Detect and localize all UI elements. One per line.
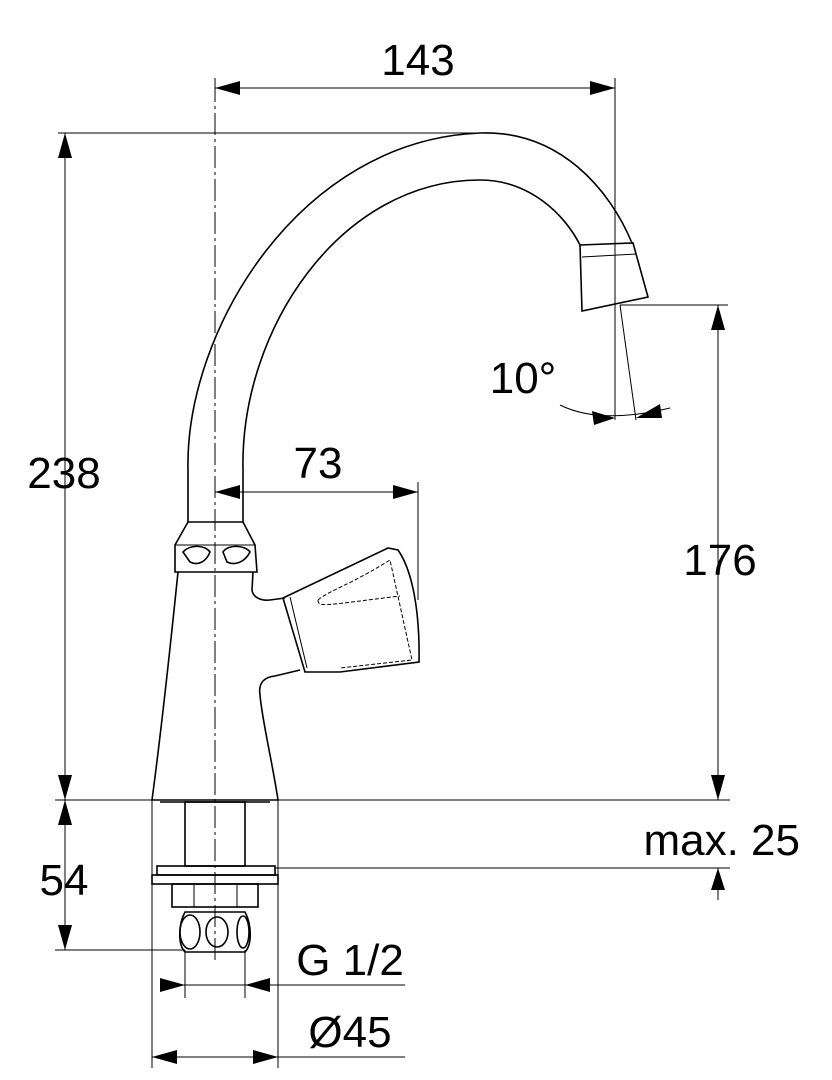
dim-counter-thickness: max. 25: [643, 816, 800, 865]
dim-spout-angle: 10°: [490, 354, 557, 403]
valve-body: [151, 571, 301, 801]
dim-under-counter: 54: [40, 856, 89, 905]
dimension-lines: [58, 81, 725, 1064]
spout: [187, 132, 649, 522]
extension-lines: [55, 78, 730, 1068]
dim-base-diameter: Ø45: [308, 1008, 391, 1057]
dim-handle-reach: 73: [294, 439, 343, 488]
dim-total-height: 238: [27, 449, 100, 498]
mounting-parts: [151, 801, 279, 953]
collar: [174, 521, 258, 573]
dim-outlet-height: 176: [683, 536, 756, 585]
dim-spout-reach: 143: [381, 36, 454, 85]
aerator-nozzle: [579, 242, 649, 312]
handle: [282, 547, 420, 673]
dim-thread: G 1/2: [296, 936, 404, 985]
